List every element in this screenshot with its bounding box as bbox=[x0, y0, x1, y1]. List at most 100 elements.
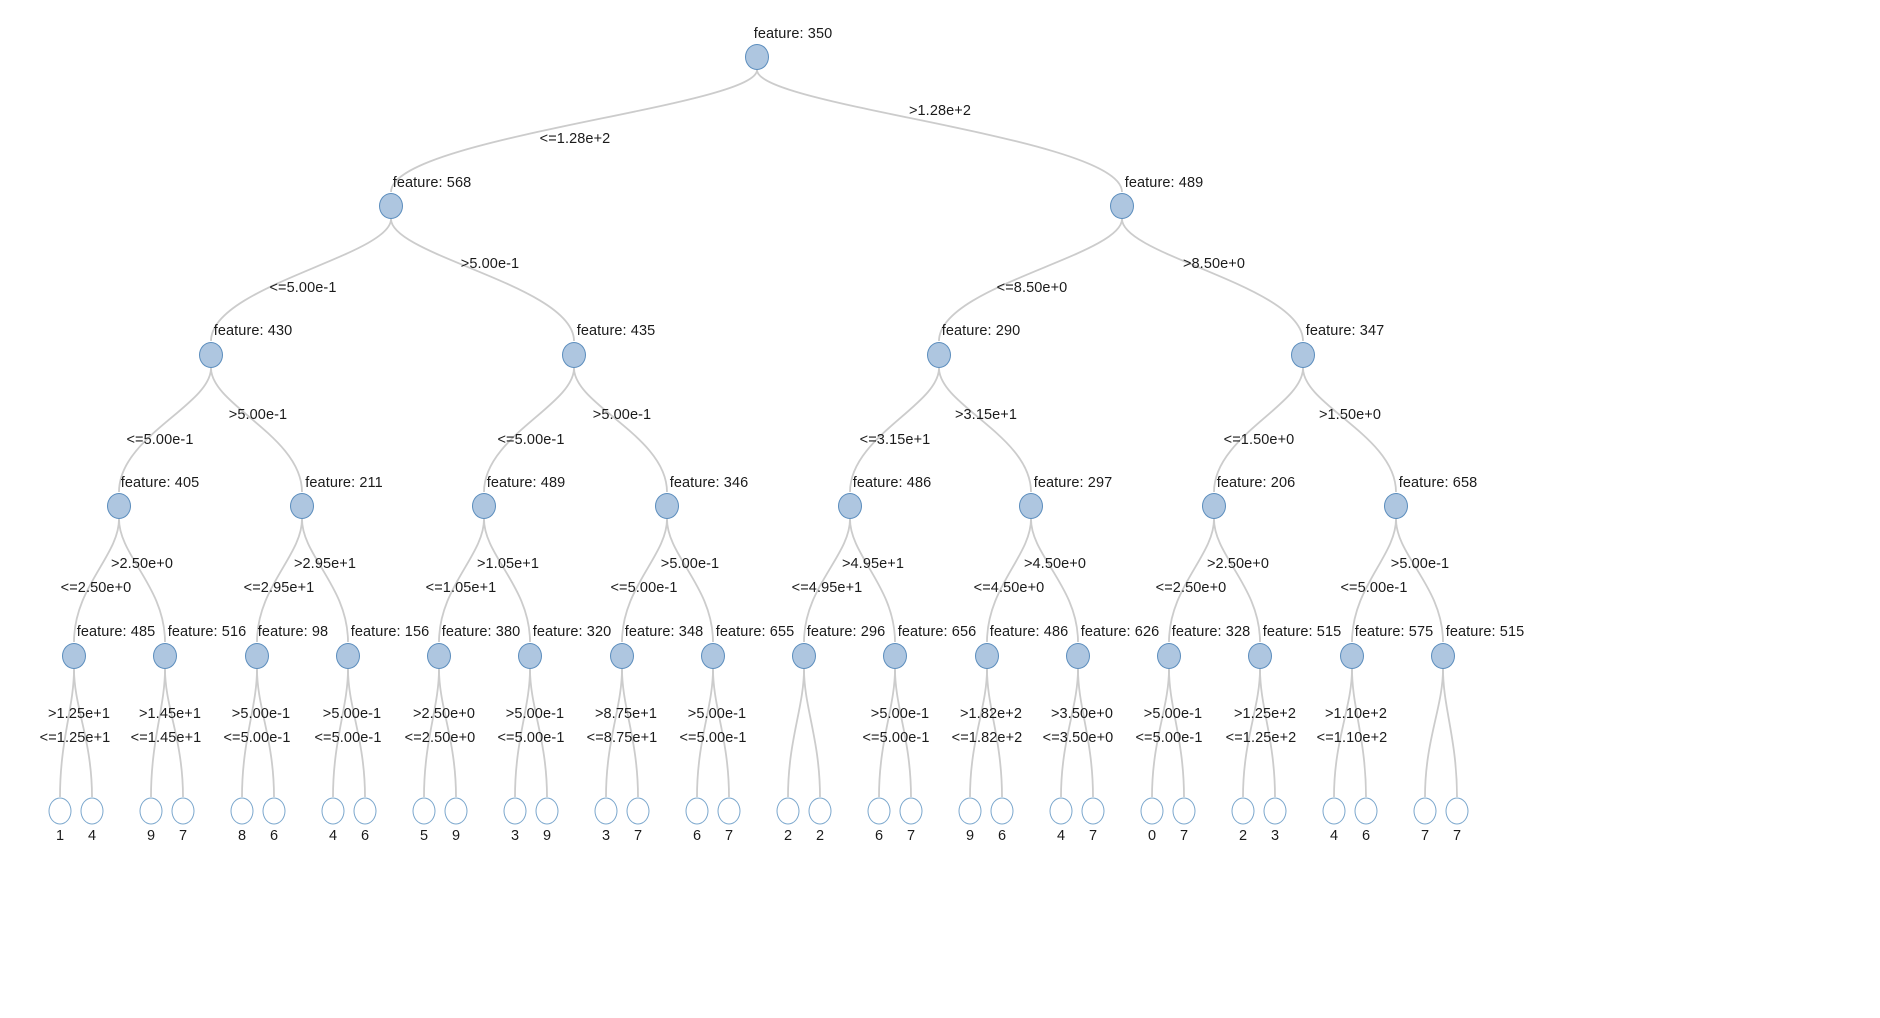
tree-node-leaf[interactable] bbox=[262, 797, 286, 825]
tree-edge bbox=[787, 668, 805, 798]
tree-node-internal[interactable] bbox=[472, 493, 496, 519]
tree-node-label: feature: 320 bbox=[532, 624, 612, 640]
tree-node-leaf[interactable] bbox=[1172, 797, 1196, 825]
tree-edge bbox=[1168, 668, 1185, 798]
tree-node-leaf[interactable] bbox=[1445, 797, 1469, 825]
tree-node-internal[interactable] bbox=[610, 643, 634, 669]
tree-edge-label: <=3.50e+0 bbox=[1042, 730, 1114, 746]
tree-node-internal[interactable] bbox=[792, 643, 816, 669]
tree-node-internal[interactable] bbox=[153, 643, 177, 669]
tree-edge bbox=[118, 367, 212, 493]
tree-node-leaf[interactable] bbox=[1413, 797, 1437, 825]
tree-node-leaf[interactable] bbox=[717, 797, 741, 825]
tree-node-internal[interactable] bbox=[562, 342, 586, 368]
tree-node-leaf[interactable] bbox=[808, 797, 832, 825]
tree-leaf-value: 9 bbox=[965, 828, 975, 844]
tree-node-internal[interactable] bbox=[336, 643, 360, 669]
tree-node-leaf[interactable] bbox=[139, 797, 163, 825]
tree-node-internal[interactable] bbox=[290, 493, 314, 519]
tree-edge bbox=[986, 668, 1003, 798]
tree-node-label: feature: 346 bbox=[669, 475, 749, 491]
tree-node-leaf[interactable] bbox=[171, 797, 195, 825]
tree-node-internal[interactable] bbox=[379, 193, 403, 219]
tree-node-leaf[interactable] bbox=[958, 797, 982, 825]
tree-node-internal[interactable] bbox=[655, 493, 679, 519]
tree-node-leaf[interactable] bbox=[1049, 797, 1073, 825]
tree-edge bbox=[483, 367, 575, 493]
tree-node-label: feature: 486 bbox=[852, 475, 932, 491]
tree-edge-label: >1.05e+1 bbox=[476, 556, 540, 572]
tree-node-internal[interactable] bbox=[245, 643, 269, 669]
tree-edge bbox=[423, 668, 440, 798]
tree-leaf-value: 4 bbox=[1329, 828, 1339, 844]
tree-node-leaf[interactable] bbox=[353, 797, 377, 825]
tree-node-leaf[interactable] bbox=[776, 797, 800, 825]
tree-node-label: feature: 206 bbox=[1216, 475, 1296, 491]
tree-edge bbox=[210, 218, 392, 342]
tree-edge-label: <=5.00e-1 bbox=[1340, 580, 1408, 596]
tree-node-leaf[interactable] bbox=[1231, 797, 1255, 825]
tree-node-internal[interactable] bbox=[1340, 643, 1364, 669]
tree-node-internal[interactable] bbox=[1157, 643, 1181, 669]
tree-node-leaf[interactable] bbox=[412, 797, 436, 825]
tree-node-internal[interactable] bbox=[1384, 493, 1408, 519]
tree-edge bbox=[666, 518, 714, 643]
tree-node-internal[interactable] bbox=[838, 493, 862, 519]
tree-node-leaf[interactable] bbox=[685, 797, 709, 825]
tree-node-leaf[interactable] bbox=[899, 797, 923, 825]
tree-edge-label: <=5.00e-1 bbox=[126, 432, 194, 448]
tree-leaf-value: 7 bbox=[1088, 828, 1098, 844]
tree-leaf-value: 7 bbox=[906, 828, 916, 844]
tree-edge bbox=[605, 668, 623, 798]
tree-node-leaf[interactable] bbox=[626, 797, 650, 825]
tree-node-leaf[interactable] bbox=[535, 797, 559, 825]
tree-node-internal[interactable] bbox=[927, 342, 951, 368]
tree-node-internal[interactable] bbox=[62, 643, 86, 669]
tree-edge bbox=[878, 668, 896, 798]
tree-node-leaf[interactable] bbox=[230, 797, 254, 825]
tree-node-leaf[interactable] bbox=[48, 797, 72, 825]
tree-node-leaf[interactable] bbox=[444, 797, 468, 825]
tree-node-internal[interactable] bbox=[427, 643, 451, 669]
tree-node-leaf[interactable] bbox=[1081, 797, 1105, 825]
tree-node-label: feature: 656 bbox=[897, 624, 977, 640]
tree-node-leaf[interactable] bbox=[594, 797, 618, 825]
tree-leaf-value: 9 bbox=[451, 828, 461, 844]
tree-leaf-value: 6 bbox=[692, 828, 702, 844]
tree-node-internal[interactable] bbox=[1110, 193, 1134, 219]
tree-leaf-value: 7 bbox=[633, 828, 643, 844]
tree-node-leaf[interactable] bbox=[503, 797, 527, 825]
tree-node-internal[interactable] bbox=[107, 493, 131, 519]
tree-node-internal[interactable] bbox=[975, 643, 999, 669]
tree-node-internal[interactable] bbox=[1291, 342, 1315, 368]
tree-node-internal[interactable] bbox=[745, 44, 769, 70]
tree-edge-label: >5.00e-1 bbox=[1390, 556, 1450, 572]
tree-node-leaf[interactable] bbox=[1263, 797, 1287, 825]
tree-edge-label: >5.00e-1 bbox=[870, 706, 930, 722]
tree-edge-label: <=5.00e-1 bbox=[1135, 730, 1203, 746]
tree-node-internal[interactable] bbox=[199, 342, 223, 368]
tree-node-leaf[interactable] bbox=[1354, 797, 1378, 825]
tree-edge bbox=[514, 668, 531, 798]
tree-node-internal[interactable] bbox=[701, 643, 725, 669]
tree-node-leaf[interactable] bbox=[80, 797, 104, 825]
tree-node-internal[interactable] bbox=[1248, 643, 1272, 669]
tree-leaf-value: 6 bbox=[997, 828, 1007, 844]
tree-node-leaf[interactable] bbox=[1140, 797, 1164, 825]
tree-node-leaf[interactable] bbox=[990, 797, 1014, 825]
tree-leaf-value: 7 bbox=[1179, 828, 1189, 844]
tree-leaf-value: 9 bbox=[146, 828, 156, 844]
tree-node-internal[interactable] bbox=[1066, 643, 1090, 669]
tree-node-internal[interactable] bbox=[883, 643, 907, 669]
tree-node-internal[interactable] bbox=[1431, 643, 1455, 669]
tree-edge bbox=[347, 668, 366, 798]
tree-node-internal[interactable] bbox=[1202, 493, 1226, 519]
tree-node-internal[interactable] bbox=[518, 643, 542, 669]
tree-node-internal[interactable] bbox=[1019, 493, 1043, 519]
tree-edge bbox=[390, 69, 758, 193]
tree-node-leaf[interactable] bbox=[321, 797, 345, 825]
tree-node-leaf[interactable] bbox=[1322, 797, 1346, 825]
tree-node-leaf[interactable] bbox=[867, 797, 891, 825]
tree-edge-label: >3.50e+0 bbox=[1050, 706, 1114, 722]
